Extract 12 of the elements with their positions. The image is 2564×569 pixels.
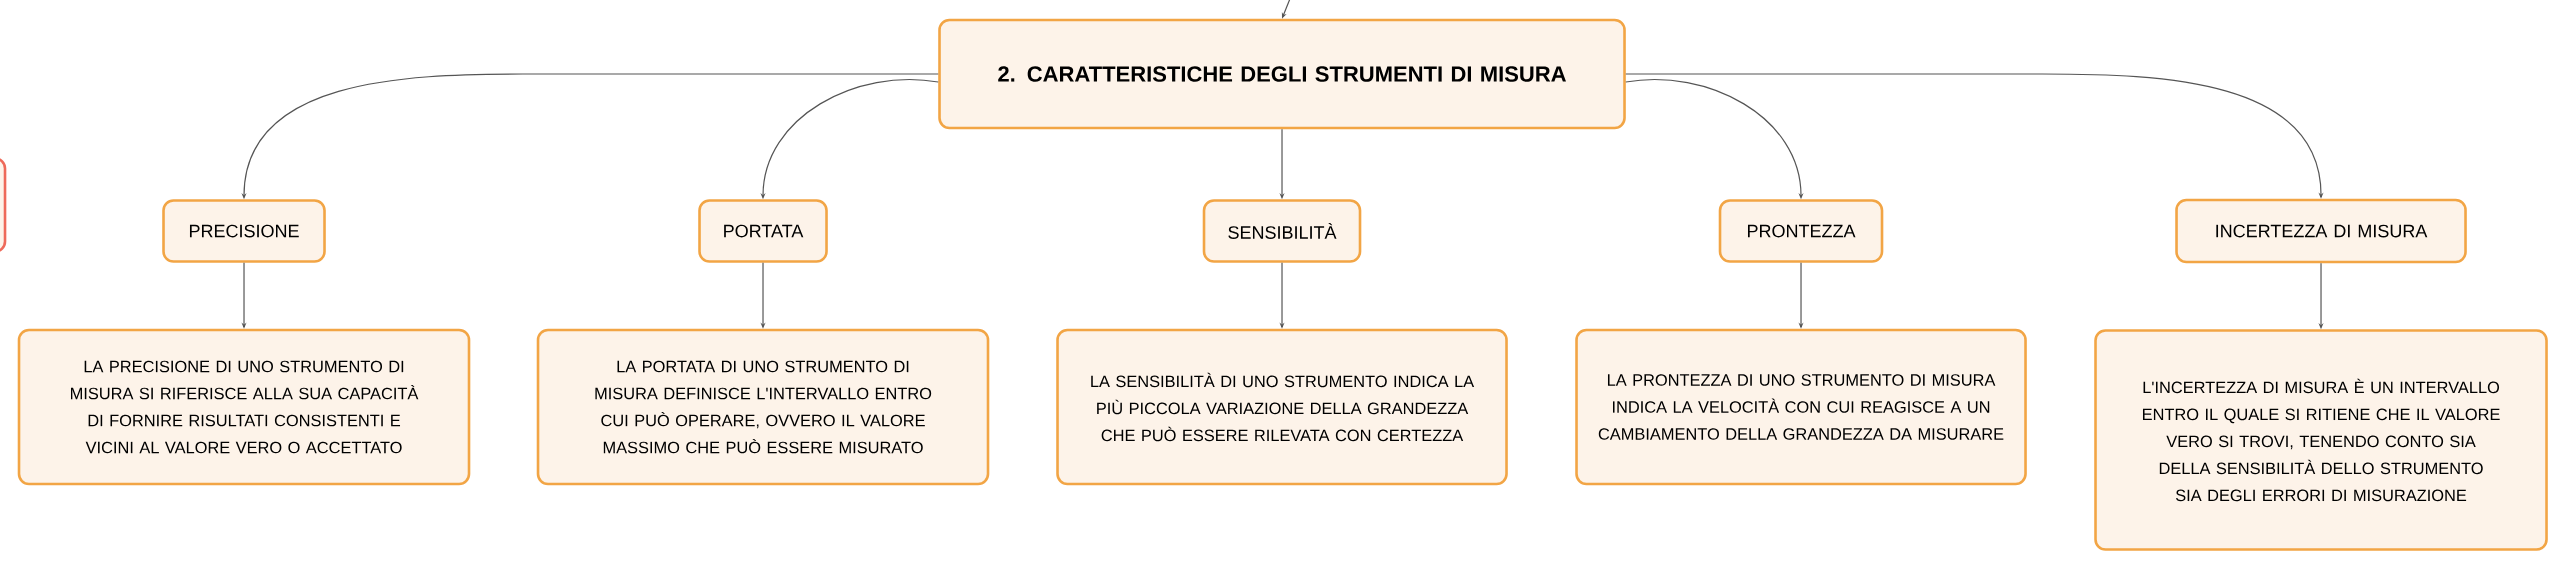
description-box: L'INCERTEZZA DI MISURA È UN INTERVALLO ENTRO IL QUALE SI RITIENE CHE IL VALORE VERO SI TROVI, TENENDO CONTO SIA DELLA SENSIBILITÀ DELLO STRUMENTO SIA DEGLI ERRORI DI MISURAZIONE (2094, 329, 2548, 551)
box (0, 157, 7, 253)
topic-box: PRECISIONE (162, 199, 326, 263)
description-box: LA PRONTEZZA DI UNO STRUMENTO DI MISURA INDICA LA VELOCITÀ CON CUI REAGISCE A UN CAMBIAMENTO DELLA GRANDEZZA DA MISURARE (1575, 328, 2027, 486)
topic-box: PORTATA (698, 199, 828, 263)
description-box: LA PORTATA DI UNO STRUMENTO DI MISURA DEFINISCE L'INTERVALLO ENTRO CUI PUÒ OPERARE, OVVERO IL VALORE MASSIMO CHE PUÒ ESSERE MISURATO (536, 328, 990, 486)
topic-box: INCERTEZZA DI MISURA (2175, 198, 2467, 264)
description-box: LA PRECISIONE DI UNO STRUMENTO DI MISURA SI RIFERISCE ALLA SUA CAPACITÀ DI FORNIRE RISULTATI CONSISTENTI E VICINI AL VALORE VERO O ACCETTATO (17, 328, 471, 486)
title-box: 2. CARATTERISTICHE DEGLI STRUMENTI DI MISURA (938, 18, 1626, 130)
topic-box: PRONTEZZA (1718, 199, 1884, 263)
description-box: LA SENSIBILITÀ DI UNO STRUMENTO INDICA LA PIÙ PICCOLA VARIAZIONE DELLA GRANDEZZA CHE PUÒ ESSERE RILEVATA CON CERTEZZA (1056, 328, 1508, 486)
topic-box: SENSIBILITÀ (1202, 199, 1362, 263)
